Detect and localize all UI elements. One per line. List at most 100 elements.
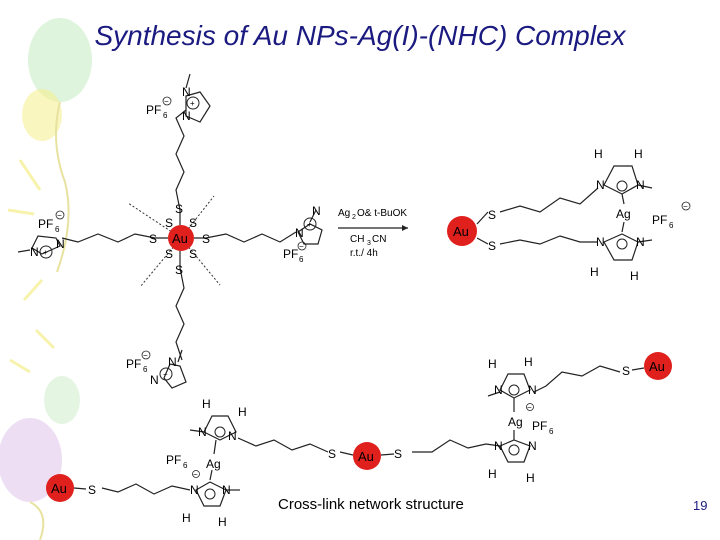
network-hydrogen-4: H	[526, 471, 535, 485]
network-nitrogen-5: N	[198, 425, 207, 439]
balloon-green-decoration	[28, 18, 92, 102]
pf6-bottom-label: PF	[126, 357, 141, 371]
sulfur-right: S	[202, 232, 210, 246]
network-nitrogen-1: N	[494, 383, 503, 397]
network-hydrogen-3: H	[488, 467, 497, 481]
sulfur-top: S	[175, 202, 183, 216]
network-hydrogen-7: H	[182, 511, 191, 525]
balloon-string-2-decoration	[29, 501, 45, 540]
product-au-sphere	[447, 216, 477, 246]
product-nitrogen-4: N	[636, 235, 645, 249]
network-sulfur-left: S	[88, 483, 96, 497]
slide-title: Synthesis of Au NPs-Ag(I)-(NHC) Complex	[94, 20, 626, 51]
network-sulfur-middle-left: S	[328, 447, 336, 461]
product-pf6-sub: 6	[669, 221, 674, 230]
sunburst-decoration	[7, 159, 56, 374]
network-nitrogen-7: N	[190, 483, 199, 497]
imidazolium-right: + N N PF 6 −	[283, 204, 323, 264]
pf6-top-sub: 6	[163, 111, 168, 120]
network-pf6-1-label: PF	[532, 419, 547, 433]
pf6-right-label: PF	[283, 247, 298, 261]
network-au-label-middle: Au	[358, 449, 374, 464]
pf6-bottom-sub: 6	[143, 365, 148, 374]
product-charge-minus: −	[683, 202, 688, 211]
nitrogen-top-1: N	[182, 85, 191, 99]
nitrogen-top-2: N	[182, 109, 191, 123]
reagent-ag-sub: 2	[352, 214, 356, 221]
network-au-sphere-right	[644, 352, 672, 380]
imidazolium-bottom: − N N PF 6 −	[126, 349, 187, 389]
product-nitrogen-1: N	[596, 178, 605, 192]
central-au-nanoparticle-structure: Au S S S S S S S S + N N PF 6 −	[17, 73, 323, 389]
central-au-label: Au	[172, 231, 188, 246]
product-hydrogen-4: H	[630, 269, 639, 283]
network-au-label-left: Au	[51, 481, 67, 496]
network-charge-minus-2: −	[193, 470, 198, 479]
network-charge-minus-1: −	[527, 403, 532, 412]
sulfur-lower-left: S	[165, 247, 173, 261]
network-au-label-right: Au	[649, 359, 665, 374]
network-nitrogen-8: N	[222, 483, 231, 497]
network-nitrogen-4: N	[528, 439, 537, 453]
sulfur-lower-right: S	[189, 247, 197, 261]
nitrogen-bottom-2: N	[150, 373, 159, 387]
sulfur-left: S	[149, 232, 157, 246]
charge-plus-left: +	[43, 248, 48, 257]
product-hydrogen-3: H	[590, 265, 599, 279]
product-hydrogen-1: H	[594, 147, 603, 161]
network-hydrogen-6: H	[238, 405, 247, 419]
charge-minus-bottom: −	[143, 351, 148, 360]
reaction-arrow-group: Ag 2 O& t-BuOK CH 3 CN r.t./ 4h	[338, 208, 408, 259]
pf6-left-sub: 6	[55, 225, 60, 234]
balloon-purple-decoration	[0, 418, 62, 502]
nitrogen-left-1: N	[30, 245, 39, 259]
charge-plus-right: +	[307, 220, 312, 229]
balloon-green-bottom-decoration	[44, 376, 80, 424]
sulfur-bottom: S	[175, 263, 183, 277]
nitrogen-left-2: N	[56, 237, 65, 251]
charge-plus-top: +	[190, 99, 195, 108]
nitrogen-right-2: N	[312, 204, 321, 218]
network-hydrogen-8: H	[218, 515, 227, 529]
network-nitrogen-6: N	[228, 429, 237, 443]
reaction-conditions: r.t./ 4h	[350, 248, 378, 259]
network-hydrogen-2: H	[524, 355, 533, 369]
reaction-arrow-head	[402, 225, 408, 231]
charge-minus-right: −	[299, 242, 304, 251]
network-au-sphere-left	[46, 474, 74, 502]
central-au-sphere	[168, 225, 194, 251]
network-sulfur-right: S	[622, 364, 630, 378]
network-pf6-2-label: PF	[166, 453, 181, 467]
network-sulfur-middle-right: S	[394, 447, 402, 461]
network-nitrogen-3: N	[494, 439, 503, 453]
imidazolium-left: + N N PF 6 −	[17, 210, 65, 259]
product-silver: Ag	[616, 207, 631, 221]
nitrogen-bottom-1: N	[168, 355, 177, 369]
network-silver-1: Ag	[508, 415, 523, 429]
sulfur-upper-left: S	[165, 216, 173, 230]
charge-minus-left: −	[57, 211, 62, 220]
balloon-string-decoration	[55, 101, 70, 273]
network-hydrogen-5: H	[202, 397, 211, 411]
nitrogen-right-1: N	[295, 226, 304, 240]
network-nitrogen-2: N	[528, 383, 537, 397]
diagram-caption: Cross-link network structure	[278, 496, 464, 513]
charge-minus-top: −	[164, 97, 169, 106]
imidazolium-top: + N N PF 6 −	[146, 73, 211, 123]
network-pf6-1-sub: 6	[549, 427, 554, 436]
charge-minus-bottom-ring: −	[163, 370, 168, 379]
solvent-ch-label: CH	[350, 234, 364, 245]
product-pf6-label: PF	[652, 213, 667, 227]
network-au-sphere-middle	[353, 442, 381, 470]
network-pf6-2-sub: 6	[183, 461, 188, 470]
product-sulfur-bottom: S	[488, 239, 496, 253]
cross-link-network: Au S N N H H − Ag PF 6 N N H	[46, 352, 672, 529]
pf6-top-label: PF	[146, 103, 161, 117]
solvent-sub: 3	[367, 240, 371, 247]
pf6-right-sub: 6	[299, 255, 304, 264]
product-nitrogen-2: N	[636, 178, 645, 192]
product-sulfur-top: S	[488, 208, 496, 222]
